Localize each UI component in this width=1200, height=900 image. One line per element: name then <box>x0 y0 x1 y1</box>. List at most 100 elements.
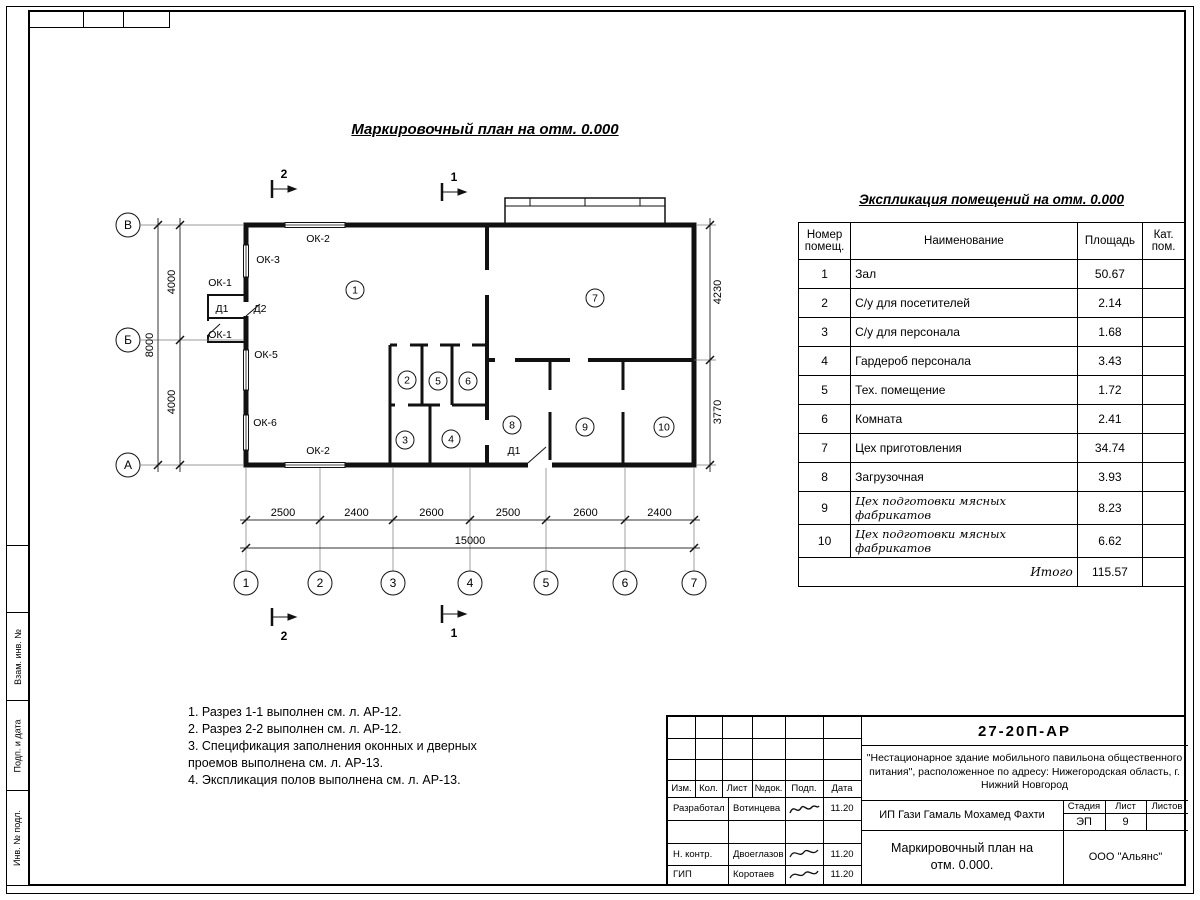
expl-total-row: Итого 115.57 <box>798 557 1185 587</box>
svg-text:2: 2 <box>281 629 288 643</box>
svg-text:7: 7 <box>691 576 698 590</box>
svg-text:2500: 2500 <box>496 507 520 519</box>
svg-text:3: 3 <box>402 435 408 447</box>
signature-nkontr <box>787 845 821 863</box>
tb-line <box>823 717 824 884</box>
sheets-label: Листов <box>1151 801 1183 812</box>
svg-text:2400: 2400 <box>344 507 368 519</box>
role-gip: ГИП <box>673 869 692 880</box>
svg-text:1: 1 <box>243 576 250 590</box>
tb-line <box>668 759 861 760</box>
note-line: 4. Экспликация полов выполнена см. л. АР… <box>188 772 461 787</box>
svg-text:Д1: Д1 <box>216 303 229 315</box>
svg-text:7: 7 <box>592 293 598 305</box>
side-stamp-empty <box>7 545 28 612</box>
explication-table: Номер помещ. Наименование Площадь Кат. п… <box>797 222 1185 587</box>
axis-labels-bottom: 1 2 3 4 5 6 7 <box>243 576 698 590</box>
signature-razrabotal <box>787 799 821 818</box>
svg-text:ОК-2: ОК-2 <box>306 445 330 457</box>
svg-text:Б: Б <box>124 333 132 347</box>
side-stamp-vzam: Взам. инв. № <box>7 612 28 700</box>
sheet-label: Лист <box>1115 801 1136 812</box>
axis-markers-left <box>115 212 141 478</box>
svg-text:2600: 2600 <box>419 507 443 519</box>
tb-line <box>728 797 729 884</box>
name-korotaev: Коротаев <box>733 869 775 880</box>
col-izm: Изм. <box>671 783 692 794</box>
tb-line <box>668 738 861 739</box>
sheet-number: 9 <box>1122 815 1129 828</box>
sheet-outer-border <box>6 6 1194 894</box>
side-stamp-podp: Подп. и дата <box>7 700 28 790</box>
client-name: ИП Гази Гамаль Мохамед Фахти <box>879 809 1045 821</box>
tb-line <box>668 865 861 866</box>
room-markers <box>345 280 675 450</box>
stage-value: ЭП <box>1076 815 1092 828</box>
svg-text:ОК-1: ОК-1 <box>208 329 232 341</box>
tb-line <box>1105 800 1106 830</box>
walls <box>243 222 697 468</box>
loading-dock <box>504 197 666 226</box>
col-header-area: Площадь <box>1076 222 1144 260</box>
tb-line <box>668 797 861 798</box>
svg-text:5: 5 <box>543 576 550 590</box>
svg-text:1: 1 <box>352 285 358 297</box>
svg-text:2500: 2500 <box>271 507 295 519</box>
doors <box>206 302 552 469</box>
tb-line <box>861 745 1188 746</box>
svg-text:8000: 8000 <box>144 333 156 357</box>
sheet-frame <box>28 10 1186 886</box>
tb-line <box>861 800 1188 801</box>
svg-text:ОК-5: ОК-5 <box>254 349 278 361</box>
sheet-content-title: Маркировочный план на отм. 0.000. <box>890 841 1034 872</box>
svg-text:4: 4 <box>448 434 454 446</box>
section-numbers: 2 1 2 1 <box>281 167 458 643</box>
role-razrabotal: Разработал <box>673 803 725 814</box>
tb-line <box>861 830 1188 831</box>
vestibule <box>207 294 247 343</box>
corner-stamp-divider <box>123 10 124 27</box>
svg-text:9: 9 <box>582 422 588 434</box>
svg-text:В: В <box>124 218 132 232</box>
svg-text:4230: 4230 <box>712 280 724 304</box>
svg-text:1: 1 <box>451 170 458 184</box>
svg-text:4: 4 <box>467 576 474 590</box>
col-list: Лист <box>726 783 748 794</box>
svg-text:2600: 2600 <box>573 507 597 519</box>
tb-line <box>695 717 696 797</box>
floor-plan: 2500 2400 2600 2500 2600 2400 15000 4000… <box>115 167 724 643</box>
svg-text:ОК-3: ОК-3 <box>256 254 280 266</box>
role-nkontr: Н. контр. <box>673 848 713 860</box>
svg-text:1: 1 <box>451 626 458 640</box>
tb-line <box>1063 800 1064 884</box>
date-nkontr: 11.20 <box>830 848 854 860</box>
room-numbers: 1 2 3 4 5 6 7 8 9 10 <box>352 285 670 447</box>
note-line: 1. Разрез 1-1 выполнен см. л. АР-12. <box>188 705 402 719</box>
windows <box>243 222 346 468</box>
sheets-total <box>1146 813 1188 830</box>
svg-text:ОК-2: ОК-2 <box>306 233 330 245</box>
axis-labels-left: В Б А <box>124 218 132 472</box>
name-dvoeglazov: Двоеглазов <box>733 848 784 860</box>
svg-text:5: 5 <box>435 376 441 388</box>
total-label: Итого <box>798 557 1078 587</box>
note-line: 3. Спецификация заполнения оконных и две… <box>188 738 477 770</box>
date-razrabotal: 11.20 <box>830 803 854 814</box>
dimension-ticks <box>153 220 715 553</box>
col-header-cat: Кат. пом. <box>1142 222 1185 260</box>
col-header-number: Номер помещ. <box>797 222 852 260</box>
svg-text:2: 2 <box>317 576 324 590</box>
col-ndok: №док. <box>754 783 783 794</box>
svg-text:2: 2 <box>281 167 288 181</box>
opening-labels: ОК-2 ОК-3 ОК-1 Д1 Д2 ОК-1 ОК-5 ОК-6 ОК-2… <box>208 233 520 457</box>
svg-text:Д2: Д2 <box>254 303 267 315</box>
col-header-name: Наименование <box>850 222 1078 260</box>
note-line: 2. Разрез 2-2 выполнен см. л. АР-12. <box>188 721 402 736</box>
